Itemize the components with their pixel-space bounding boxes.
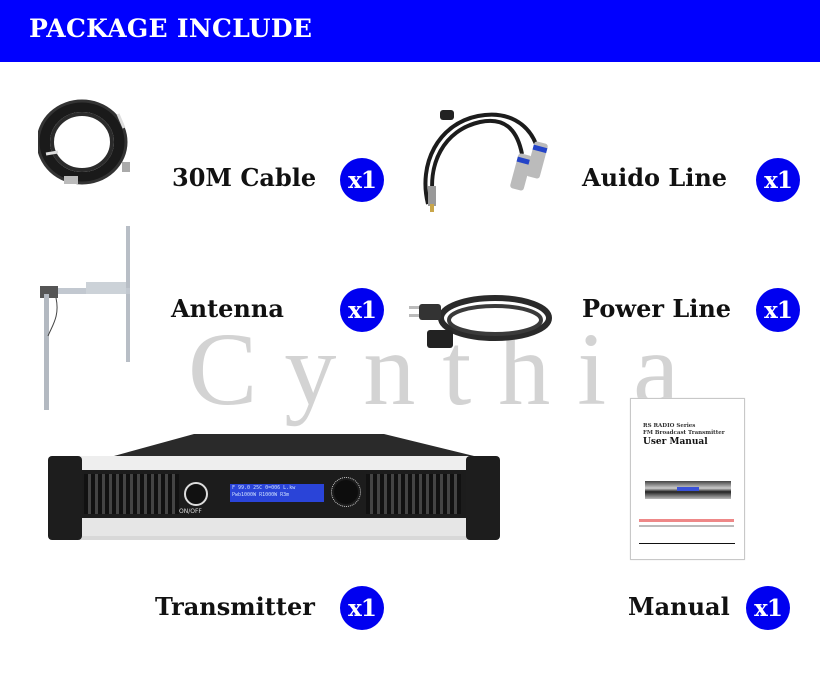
quantity-badge: x1 — [340, 158, 384, 202]
fm-transmitter-rack-icon: ON/OFF F 99.0 25C 0=006 L.kw Pwb1000W R1… — [44, 432, 502, 550]
tuning-knob — [331, 477, 361, 507]
user-manual-booklet-icon: RS RADIO Series FM Broadcast Transmitter… — [630, 398, 745, 560]
manual-subtitle: FM Broadcast Transmitter — [643, 430, 725, 436]
quantity-badge: x1 — [340, 586, 384, 630]
quantity-badge: x1 — [756, 288, 800, 332]
item-label-30m-cable: 30M Cable — [172, 163, 317, 192]
dipole-antenna-icon — [40, 226, 130, 410]
item-label-power-line: Power Line — [582, 294, 732, 323]
item-label-antenna: Antenna — [171, 294, 284, 323]
manual-series: RS RADIO Series — [643, 423, 696, 429]
power-button — [184, 482, 208, 506]
item-label-manual: Manual — [628, 592, 730, 621]
quantity-badge: x1 — [340, 288, 384, 332]
item-label-audio-line: Auido Line — [582, 163, 728, 192]
power-label: ON/OFF — [179, 508, 202, 515]
xlr-audio-cable-icon — [423, 110, 548, 212]
quantity-badge: x1 — [756, 158, 800, 202]
power-cord-icon — [409, 295, 552, 348]
lcd-line-1: F 99.0 25C 0=006 L.kw — [232, 485, 296, 491]
lcd-display: F 99.0 25C 0=006 L.kw Pwb1000W R1000W R3… — [230, 484, 324, 502]
manual-title: User Manual — [643, 437, 708, 447]
header-banner: PACKAGE INCLUDE — [0, 0, 820, 62]
quantity-badge: x1 — [746, 586, 790, 630]
coiled-coax-cable-icon — [38, 99, 130, 185]
item-label-transmitter: Transmitter — [155, 592, 315, 621]
page-title: PACKAGE INCLUDE — [29, 14, 313, 43]
lcd-line-2: Pwb1000W R1000W R3m — [232, 492, 290, 498]
